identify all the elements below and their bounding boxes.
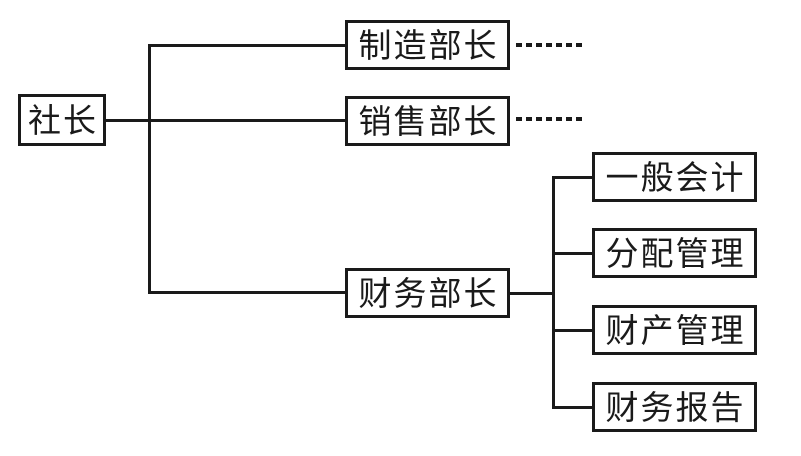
connector-right-trunk-vertical	[552, 175, 555, 409]
connector-branch-financial-reporting	[552, 405, 592, 409]
connector-branch-allocation-management	[552, 251, 592, 255]
connector-branch-manufacturing	[148, 43, 345, 47]
dotted-line-manufacturing	[516, 43, 586, 47]
node-financial-reporting: 财务报告	[592, 382, 757, 432]
node-allocation-management: 分配管理	[592, 228, 757, 278]
node-sales-director: 销售部长	[345, 96, 510, 146]
node-general-accounting: 一般会计	[592, 152, 757, 202]
connector-left-trunk-vertical	[148, 44, 151, 294]
connector-root-horizontal	[106, 119, 345, 122]
connector-branch-general-accounting	[552, 175, 592, 179]
node-president: 社长	[18, 94, 106, 146]
node-manufacturing-director: 制造部长	[345, 20, 510, 70]
node-finance-director: 财务部长	[345, 268, 510, 318]
connector-finance-horizontal	[510, 291, 555, 295]
dotted-line-sales	[516, 117, 586, 121]
connector-branch-finance	[148, 291, 345, 294]
node-property-management: 财产管理	[592, 305, 757, 355]
connector-branch-property-management	[552, 328, 592, 332]
